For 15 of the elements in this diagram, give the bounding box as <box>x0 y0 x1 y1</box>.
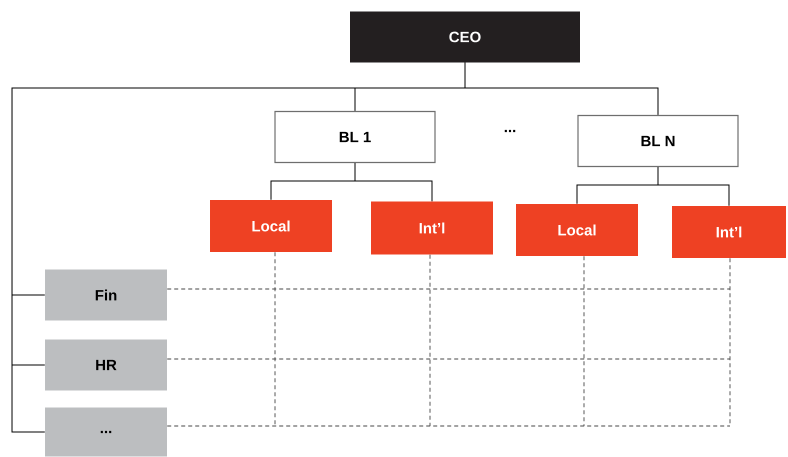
ceo-box: CEO <box>350 12 580 62</box>
unit-box: Int’l <box>371 202 493 254</box>
unit-box: Int’l <box>672 206 786 258</box>
connector-line <box>354 162 432 202</box>
dashed-grid-line <box>166 358 730 360</box>
function-box: Fin <box>45 270 167 320</box>
connector-line <box>12 62 466 432</box>
ellipsis-label: ... <box>504 130 516 132</box>
function-box: HR <box>45 340 167 390</box>
dashed-grid-line <box>166 288 730 290</box>
connector-line <box>658 166 730 206</box>
unit-box: Local <box>210 200 332 252</box>
dashed-grid-line <box>274 252 276 426</box>
function-box: ... <box>45 408 167 456</box>
unit-box: Local <box>516 204 638 256</box>
